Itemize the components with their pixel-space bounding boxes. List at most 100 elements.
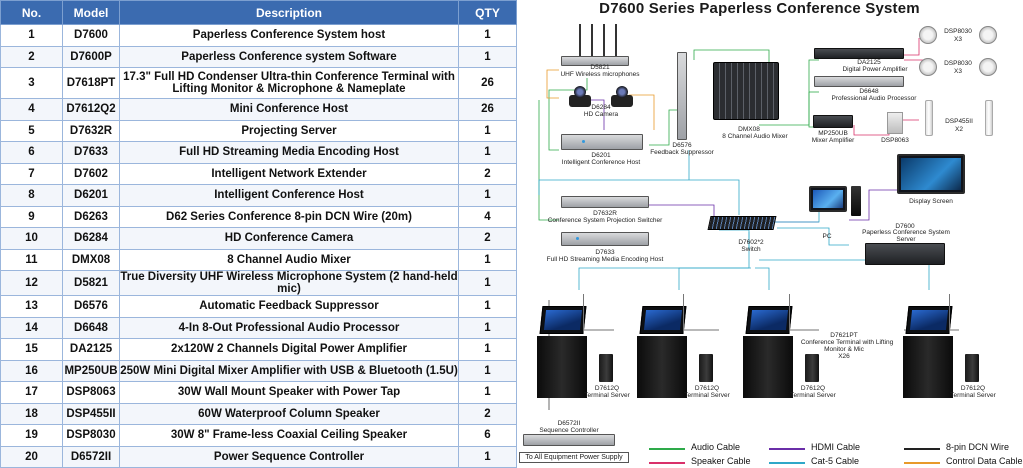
- label-terminal-server-desc: Terminal Server: [790, 392, 836, 399]
- cell-no: 3: [0, 67, 63, 99]
- cell-qty: 26: [458, 98, 517, 121]
- ceiling-speaker-icon: [919, 26, 937, 44]
- label-mp250ub-desc: Mixer Amplifier: [811, 137, 855, 144]
- cell-no: 8: [0, 184, 63, 207]
- legend-swatch: [769, 462, 805, 464]
- cell-no: 18: [0, 402, 63, 425]
- cell-qty: 4: [458, 205, 517, 228]
- display-screen-icon: [897, 154, 965, 194]
- legend-swatch: [769, 448, 805, 450]
- label-terminal-server-model: D7612Q: [800, 385, 826, 392]
- cell-no: 11: [0, 248, 63, 271]
- cell-description: Paperless Conference System host: [119, 24, 459, 47]
- label-pc: PC: [822, 233, 832, 240]
- cat5-cable: [777, 227, 849, 246]
- table-header-row: No. Model Description QTY: [0, 0, 517, 25]
- cell-no: 17: [0, 381, 63, 404]
- label-d6648: D6648: [859, 88, 879, 95]
- cell-model: DSP8030: [62, 424, 120, 447]
- control-data-cable: [546, 69, 559, 99]
- gooseneck-mic-icon: [583, 294, 584, 334]
- cell-qty: 6: [458, 424, 517, 447]
- cell-no: 12: [0, 270, 63, 296]
- terminal-server-icon: [599, 354, 613, 382]
- audio-cable: [649, 109, 679, 146]
- terminal-server-icon: [699, 354, 713, 382]
- label-da2125-desc: Digital Power Amplifier: [842, 66, 908, 73]
- header-description: Description: [119, 0, 459, 25]
- status-led: [582, 139, 585, 143]
- label-dsp8063: DSP8063: [881, 137, 909, 144]
- d7632r-projection-switcher: [561, 196, 649, 208]
- column-speaker-icon: [985, 100, 993, 136]
- cell-no: 2: [0, 45, 63, 68]
- cell-no: 6: [0, 141, 63, 164]
- hdmi-cable: [849, 189, 899, 221]
- terminal-screen: [749, 310, 789, 330]
- terminal-server-icon: [805, 354, 819, 382]
- cell-qty: 1: [458, 270, 517, 296]
- label-d5821-desc: UHF Wireless microphones: [560, 71, 640, 78]
- cell-no: 13: [0, 295, 63, 318]
- cell-model: D7600: [62, 24, 120, 47]
- terminal-server-icon: [965, 354, 979, 382]
- cell-description: D62 Series Conference 8-pin DCN Wire (20…: [119, 205, 459, 228]
- label-dsp8030-b-qty: X3: [954, 68, 962, 75]
- cell-no: 14: [0, 316, 63, 339]
- cell-description: 8 Channel Audio Mixer: [119, 248, 459, 271]
- header-qty: QTY: [458, 0, 517, 25]
- cell-no: 4: [0, 98, 63, 121]
- label-d6576-desc: Feedback Suppressor: [650, 149, 714, 156]
- cell-description: 2x120W 2 Channels Digital Power Amplifie…: [119, 338, 459, 361]
- label-terminal-server-desc: Terminal Server: [684, 392, 730, 399]
- cell-description: 60W Waterproof Column Speaker: [119, 402, 459, 425]
- terminal-monitor-icon: [905, 306, 953, 334]
- terminal-monitor-icon: [539, 306, 587, 334]
- label-d7632r: D7632R: [593, 210, 617, 217]
- label-d6284: D6284: [591, 104, 611, 111]
- cell-description: Automatic Feedback Suppressor: [119, 295, 459, 318]
- d6576-feedback-suppressor: [677, 52, 687, 140]
- d6648-audio-processor: [814, 76, 904, 87]
- status-led: [576, 237, 579, 241]
- cat5-cable: [774, 210, 820, 223]
- label-dsp8030-a-qty: X3: [954, 36, 962, 43]
- cat5-cable: [578, 232, 750, 290]
- cell-description: Full HD Streaming Media Encoding Host: [119, 141, 459, 164]
- cell-qty: 2: [458, 227, 517, 250]
- terminal-monitor-icon: [639, 306, 687, 334]
- cell-description: True Diversity UHF Wireless Microphone S…: [119, 270, 459, 296]
- cell-model: D6572II: [62, 445, 120, 468]
- wireless-mic-icon: [615, 24, 617, 56]
- cell-model: D7602: [62, 162, 120, 185]
- cell-qty: 1: [458, 248, 517, 271]
- label-mp250ub: MP250UB: [818, 130, 848, 137]
- cell-description: 250W Mini Digital Mixer Amplifier with U…: [119, 359, 459, 382]
- cat5-cable: [755, 267, 770, 290]
- gooseneck-mic-icon: [949, 294, 950, 334]
- label-d7600-desc: Paperless Conference System Server: [862, 229, 950, 243]
- label-dmx08-desc: 8 Channel Audio Mixer: [722, 133, 788, 140]
- gooseneck-mic-icon: [789, 294, 790, 334]
- label-d6201: D6201: [591, 152, 611, 159]
- cell-description: Intelligent Conference Host: [119, 184, 459, 207]
- terminal-body: [537, 336, 587, 398]
- legend-swatch: [649, 448, 685, 450]
- terminal-body: [903, 336, 953, 398]
- legend-label: Speaker Cable: [691, 456, 751, 466]
- gooseneck-mic-icon: [683, 294, 684, 334]
- wireless-mic-icon: [591, 24, 593, 56]
- d7600-system-server: [865, 243, 945, 265]
- cell-no: 5: [0, 119, 63, 142]
- label-terminal-server-model: D7612Q: [594, 385, 620, 392]
- cell-model: D6284: [62, 227, 120, 250]
- cell-model: MP250UB: [62, 359, 120, 382]
